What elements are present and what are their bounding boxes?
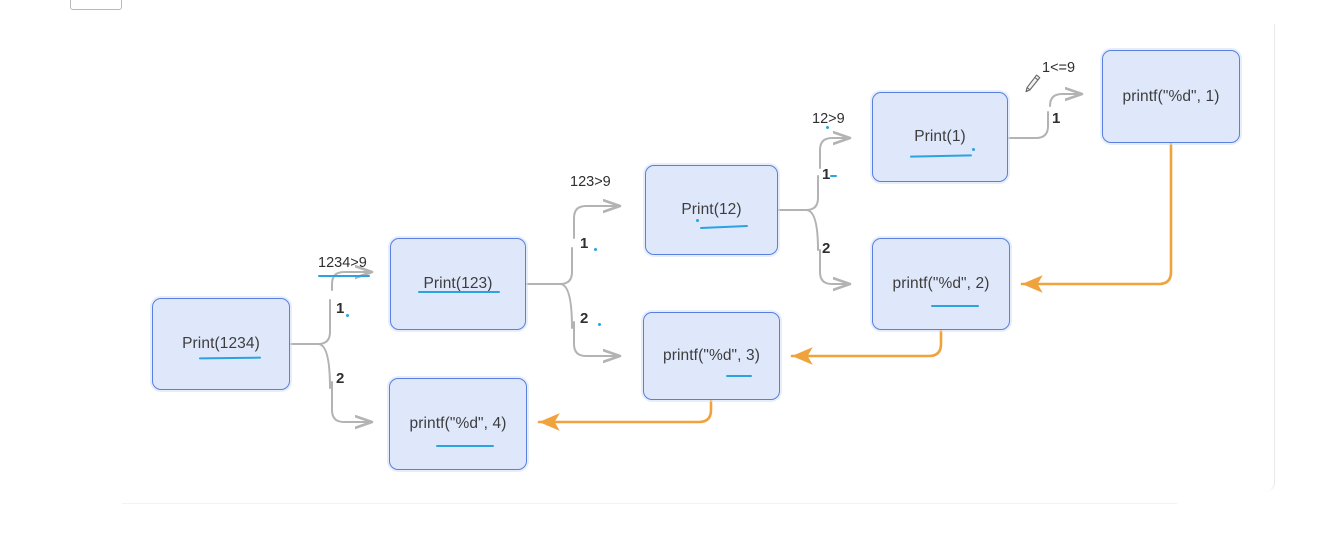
node-print1[interactable]: Print(1) [872,92,1008,182]
edge-label-text: 1<=9 [1042,60,1076,76]
node-label: printf("%d", 4) [409,415,507,432]
canvas-baseline [122,503,1177,504]
ink-dot [695,219,699,222]
ink-dot [826,126,829,129]
ink-underline [318,274,370,277]
edge-label-text: 1 [822,166,831,183]
diagram-canvas[interactable] [0,24,1275,492]
edge-label-text: 1234>9 [318,255,367,271]
edge-label-text: 123>9 [570,174,611,190]
edge-label-text: 1 [580,235,589,252]
edge-label-b1234-1: 1 [336,300,349,317]
node-print1234[interactable]: Print(1234) [152,298,290,390]
node-print12[interactable]: Print(12) [645,165,778,255]
edge-label-text: 1 [1052,110,1061,127]
node-printf4[interactable]: printf("%d", 4) [389,378,527,470]
edge-label-cond-1: 1<=9 [1042,60,1075,76]
ink-underline [909,153,973,158]
edge-label-cond-123: 123>9 [570,174,611,190]
ink-underline [198,356,262,360]
node-label: Print(1) [914,128,966,145]
ink-dot [594,248,597,251]
node-printf1[interactable]: printf("%d", 1) [1102,50,1240,143]
ink-underline [699,224,748,230]
edge-label-text: 1 [336,300,345,317]
edge-label-b123-2: 2 [580,310,601,327]
pencil-icon [1025,74,1041,93]
ink-underline [931,304,979,307]
ink-dot [598,323,601,326]
ink-underline [725,374,752,377]
node-label: Print(12) [681,201,742,218]
edge-label-b12-2: 2 [822,240,830,257]
edge-label-text: 12>9 [812,111,845,127]
ink-dot [346,314,349,317]
edge-label-b1234-2: 2 [336,370,344,387]
edge-label-text: 2 [822,240,831,257]
edge-label-cond-12: 12>9 [812,111,845,129]
ink-underline [436,444,494,447]
node-printf2[interactable]: printf("%d", 2) [872,238,1010,330]
edge-label-b123-1: 1 [580,235,597,252]
node-printf3[interactable]: printf("%d", 3) [643,312,780,400]
ink-dot [972,148,975,151]
edge-label-b1-1: 1 [1052,110,1060,127]
top-left-tab[interactable] [70,0,122,10]
ink-underline [418,290,500,293]
node-label: printf("%d", 3) [663,347,760,364]
node-label: printf("%d", 2) [892,275,990,292]
edge-label-b12-1: 1 [822,166,837,183]
node-print123[interactable]: Print(123) [390,238,526,330]
node-label: Print(1234) [182,335,260,352]
node-label: printf("%d", 1) [1122,87,1220,105]
edge-label-text: 2 [336,370,345,387]
edge-label-text: 2 [580,310,589,327]
edge-label-cond-1234: 1234>9 [318,255,370,277]
ink-underline [830,174,837,177]
node-label: Print(123) [423,275,493,292]
